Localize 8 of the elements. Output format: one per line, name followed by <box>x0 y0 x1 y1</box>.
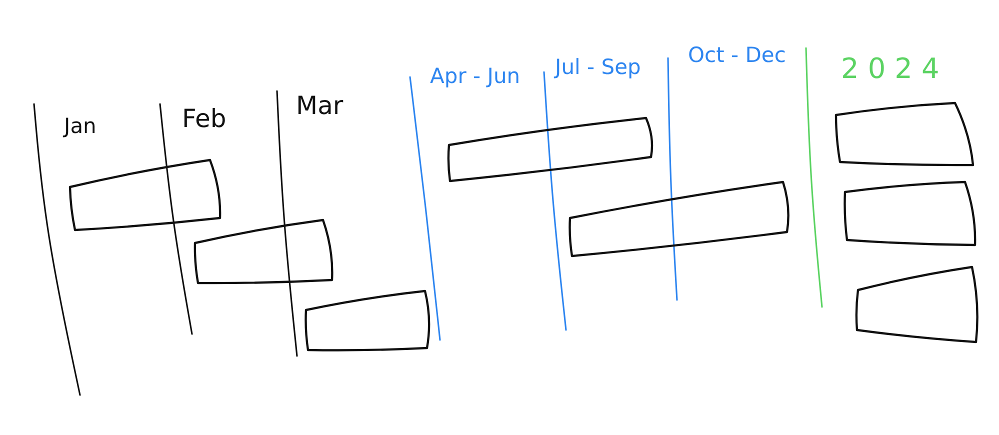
column-header: Mar <box>296 93 344 118</box>
column-header: Oct - Dec <box>688 45 786 66</box>
column-header: Apr - Jun <box>430 66 520 87</box>
column-header: Feb <box>182 106 226 131</box>
timeline-bar <box>303 287 433 354</box>
column-header: Jan <box>64 116 96 137</box>
column-header: Jul - Sep <box>555 57 641 78</box>
column-header: 2024 <box>841 55 948 83</box>
